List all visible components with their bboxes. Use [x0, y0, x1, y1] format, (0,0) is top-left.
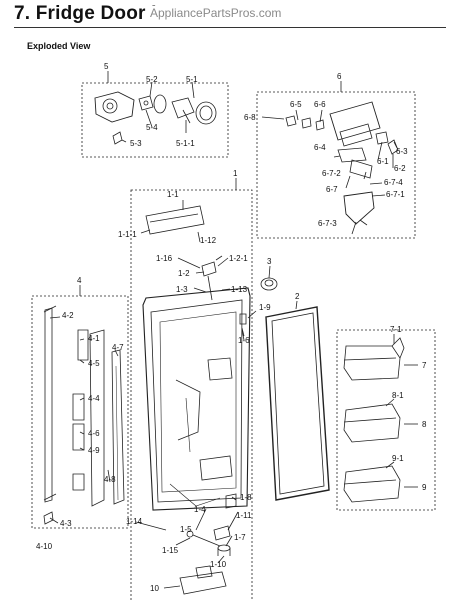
- section-number: 7.: [14, 3, 31, 24]
- callout-4-3: 4-3: [60, 519, 72, 528]
- title-text: Fridge Door L: [35, 3, 163, 24]
- callout-6-7-3: 6-7-3: [318, 219, 337, 228]
- callout-7: 7: [422, 361, 427, 370]
- callout-1-2: 1-2: [178, 269, 190, 278]
- part-3: [260, 265, 278, 291]
- callout-4-10: 4-10: [36, 542, 53, 551]
- callout-6-8: 6-8: [244, 113, 256, 122]
- callout-1-7: 1-7: [234, 533, 246, 542]
- subtitle: Exploded View: [27, 41, 91, 51]
- callout-1-10: 1-10: [210, 560, 227, 569]
- callout-3: 3: [267, 257, 272, 266]
- callout-6-1: 6-1: [377, 157, 389, 166]
- page-title: 7. Fridge Door L: [14, 3, 163, 25]
- callout-6-7-2: 6-7-2: [322, 169, 341, 178]
- callout-9: 9: [422, 483, 427, 492]
- callout-1-1-1: 1-1-1: [118, 230, 137, 239]
- callout-5-1-1: 5-1-1: [176, 139, 195, 148]
- callout-4-2: 4-2: [62, 311, 74, 320]
- callout-2: 2: [295, 292, 300, 301]
- callout-5: 5: [104, 62, 109, 71]
- callout-1-3: 1-3: [176, 285, 188, 294]
- callout-labels: 5 5-2 5-1 5-4 5-3 5-1-1 6 6-5 6-6 6-8 6-…: [36, 62, 427, 593]
- callout-1-11: 1-11: [236, 511, 252, 520]
- callout-1-14: 1-14: [126, 517, 143, 526]
- callout-6-4: 6-4: [314, 143, 326, 152]
- part-10: [163, 565, 227, 595]
- callout-4-8: 4-8: [104, 475, 116, 484]
- watermark: AppliancePartsPros.com: [148, 6, 284, 20]
- group-1-box: [130, 178, 257, 600]
- callout-6-7-4: 6-7-4: [384, 178, 403, 187]
- callout-5-3: 5-3: [130, 139, 142, 148]
- callout-4-6: 4-6: [88, 429, 100, 438]
- callout-5-2: 5-2: [146, 75, 158, 84]
- callout-1-4: 1-4: [194, 505, 206, 514]
- callout-6-3: 6-3: [396, 147, 408, 156]
- callout-1-2-1: 1-2-1: [229, 254, 248, 263]
- callout-1: 1: [233, 169, 238, 178]
- callout-6-5: 6-5: [290, 100, 302, 109]
- callout-4-4: 4-4: [88, 394, 100, 403]
- callout-7-1: 7-1: [390, 325, 402, 334]
- callout-4: 4: [77, 276, 82, 285]
- callout-4-5: 4-5: [88, 359, 100, 368]
- callout-4-1: 4-1: [88, 334, 100, 343]
- gasket-2: [265, 300, 330, 501]
- callout-4-7: 4-7: [112, 343, 124, 352]
- callout-1-6: 1-6: [238, 336, 250, 345]
- callout-5-4: 5-4: [146, 123, 158, 132]
- group-6-box: [256, 81, 416, 239]
- callout-1-12: 1-12: [200, 236, 217, 245]
- group-4-box: [31, 285, 129, 529]
- group-5-box: [81, 71, 229, 158]
- callout-6: 6: [337, 72, 342, 81]
- callout-10: 10: [150, 584, 159, 593]
- bins-box: [336, 329, 436, 511]
- callout-6-7-1: 6-7-1: [386, 190, 405, 199]
- callout-9-1: 9-1: [392, 454, 404, 463]
- callout-1-5: 1-5: [180, 525, 192, 534]
- callout-8: 8: [422, 420, 427, 429]
- callout-8-1: 8-1: [392, 391, 404, 400]
- callout-1-13: 1-13: [231, 285, 248, 294]
- callout-1-9: 1-9: [259, 303, 271, 312]
- callout-1-15: 1-15: [162, 546, 179, 555]
- title-divider: [14, 27, 446, 28]
- callout-1-1: 1-1: [167, 190, 179, 199]
- callout-6-6: 6-6: [314, 100, 326, 109]
- callout-6-7: 6-7: [326, 185, 338, 194]
- callout-5-1: 5-1: [186, 75, 198, 84]
- callout-4-9: 4-9: [88, 446, 100, 455]
- callout-1-16: 1-16: [156, 254, 173, 263]
- callout-6-2: 6-2: [394, 164, 406, 173]
- callout-1-8: 1-8: [240, 493, 252, 502]
